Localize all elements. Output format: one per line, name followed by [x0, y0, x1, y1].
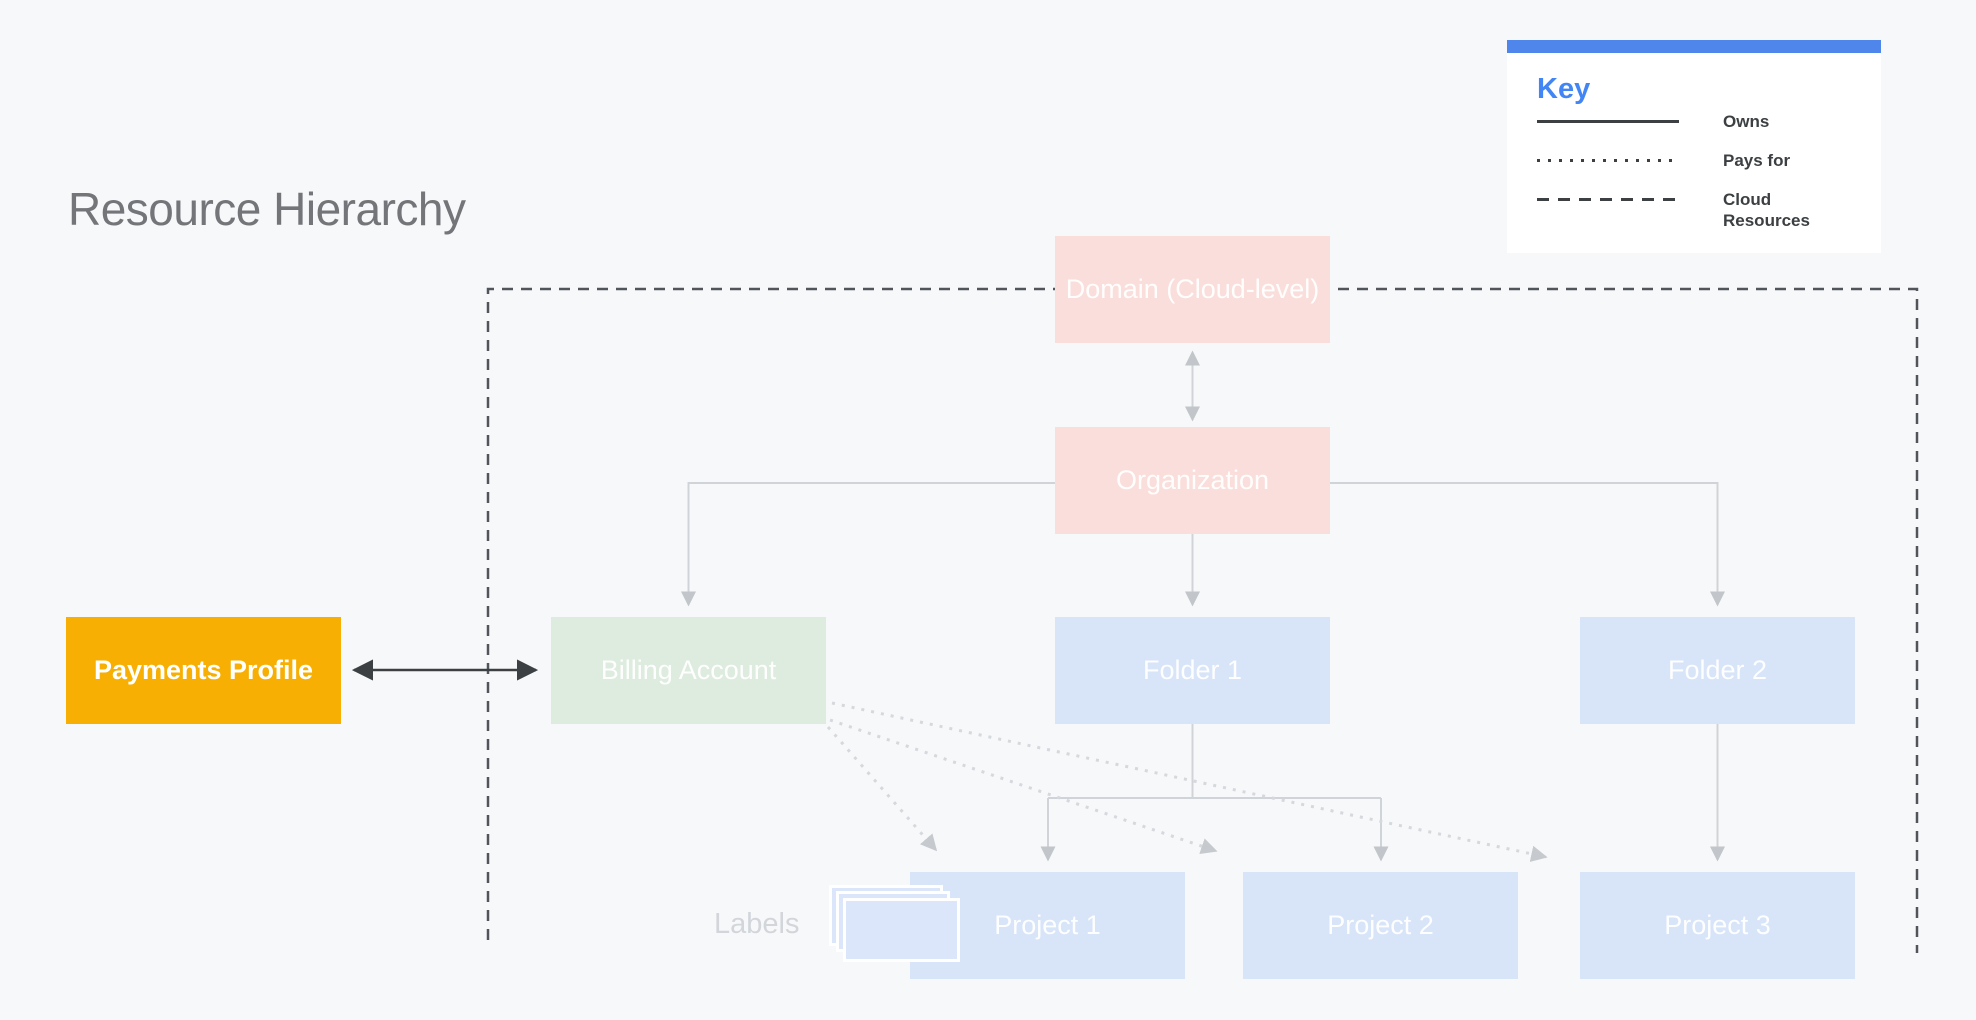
- owns-line-sample: [1537, 120, 1679, 123]
- legend-row-pays-for: Pays for: [1537, 150, 1857, 171]
- node-billing-account: Billing Account: [551, 617, 826, 724]
- connector-billing-project2-dotted: [829, 718, 1218, 855]
- connector-organization-folder2: [1330, 482, 1725, 607]
- connector-billing-project3-dotted: [831, 701, 1548, 862]
- legend-key: Key Owns Pays for Cloud Resources: [1507, 40, 1881, 253]
- owns-label: Owns: [1723, 112, 1770, 131]
- node-project-2-label: Project 2: [1327, 910, 1434, 940]
- labels-card-front: [843, 898, 960, 962]
- legend-body: Key Owns Pays for Cloud Resources: [1507, 53, 1881, 253]
- legend-row-owns: Owns: [1537, 111, 1857, 132]
- node-folder-2: Folder 2: [1580, 617, 1855, 724]
- node-organization: Organization: [1055, 427, 1330, 534]
- node-folder-1-label: Folder 1: [1142, 655, 1243, 685]
- node-folder-1: Folder 1: [1055, 617, 1330, 724]
- labels-stacked-cards-icon: [829, 885, 965, 969]
- node-folder-2-label: Folder 2: [1667, 655, 1768, 685]
- node-project-3-label: Project 3: [1664, 910, 1771, 940]
- node-project-1-label: Project 1: [994, 910, 1101, 940]
- legend-header-bar: [1507, 40, 1881, 53]
- cloud-resources-boundary: [486, 287, 1919, 953]
- node-project-2: Project 2: [1243, 872, 1518, 979]
- node-payments-profile: Payments Profile: [66, 617, 341, 724]
- legend-row-cloud-resources: Cloud Resources: [1537, 189, 1857, 231]
- node-domain-cloud-level: Domain (Cloud-level): [1055, 236, 1330, 343]
- legend-title: Key: [1537, 73, 1591, 105]
- cloud-resources-label: Cloud Resources: [1723, 190, 1810, 230]
- page-title: Resource Hierarchy: [68, 183, 466, 235]
- node-organization-label: Organization: [1115, 465, 1270, 495]
- connector-organization-billing: [681, 482, 1055, 607]
- node-payments-profile-label: Payments Profile: [93, 655, 314, 685]
- node-billing-account-label: Billing Account: [600, 655, 777, 685]
- connector-billing-project1-dotted: [826, 726, 938, 852]
- node-domain-label: Domain (Cloud-level): [1065, 274, 1320, 304]
- cloud-resources-line-sample: [1537, 198, 1679, 201]
- pays-for-label: Pays for: [1723, 151, 1791, 170]
- labels-caption: Labels: [714, 908, 800, 940]
- pays-for-line-sample: [1537, 159, 1679, 162]
- node-project-3: Project 3: [1580, 872, 1855, 979]
